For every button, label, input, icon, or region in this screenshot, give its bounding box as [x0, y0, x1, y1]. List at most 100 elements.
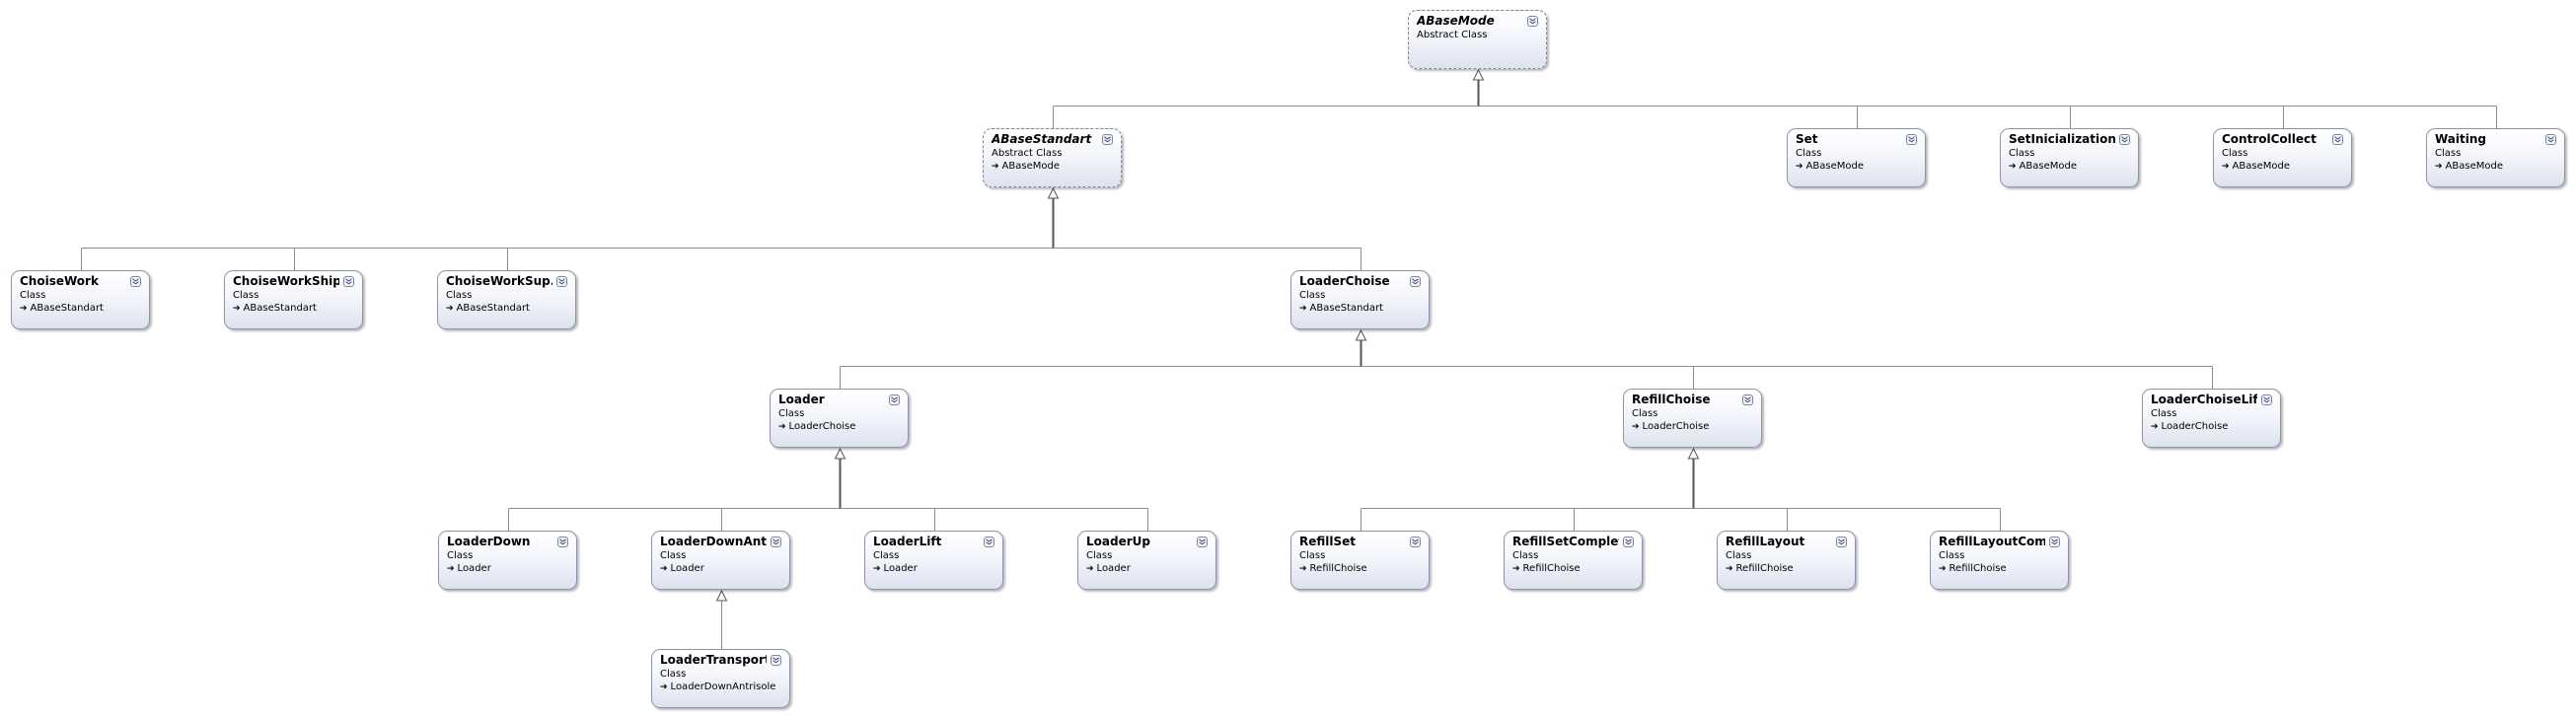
- base-class-name: LoaderChoise: [788, 421, 856, 432]
- inherits-arrow-icon: ➔: [660, 682, 668, 692]
- class-kind: Class: [2435, 148, 2462, 159]
- class-name: LoaderChoise: [1299, 274, 1390, 288]
- base-class-label: ➔ABaseStandart: [446, 302, 575, 315]
- collapse-chevron-icon[interactable]: [2261, 394, 2272, 405]
- inherits-arrow-icon: ➔: [660, 564, 668, 574]
- class-name: ControlCollect: [2222, 132, 2317, 146]
- class-name: RefillSet: [1299, 535, 1357, 548]
- base-class-name: ABaseMode: [2445, 161, 2503, 172]
- class-kind: Class: [873, 550, 900, 561]
- inherits-arrow-icon: ➔: [1086, 564, 1094, 574]
- class-kind: Abstract Class: [992, 148, 1063, 159]
- class-box-choise-work-ship[interactable]: ChoiseWorkShip...Class➔ABaseStandart: [224, 270, 363, 329]
- class-kind: Class: [1299, 550, 1326, 561]
- class-name: Waiting: [2435, 132, 2487, 146]
- generalization-arrow-icon: [715, 589, 728, 602]
- class-box-refill-layout-com[interactable]: RefillLayoutCom...Class➔RefillChoise: [1930, 531, 2069, 590]
- base-class-name: Loader: [670, 563, 704, 574]
- inherits-arrow-icon: ➔: [447, 564, 455, 574]
- base-class-label: ➔ABaseStandart: [20, 302, 149, 315]
- collapse-chevron-icon[interactable]: [771, 537, 781, 547]
- class-name: Loader: [778, 393, 825, 406]
- collapse-chevron-icon[interactable]: [557, 537, 568, 547]
- class-kind: Class: [660, 669, 687, 680]
- class-box-choise-work-sup[interactable]: ChoiseWorkSup...Class➔ABaseStandart: [437, 270, 576, 329]
- class-kind: Class: [447, 550, 474, 561]
- class-kind: Class: [660, 550, 687, 561]
- class-kind: Class: [2222, 148, 2248, 159]
- inherits-arrow-icon: ➔: [446, 304, 454, 314]
- collapse-chevron-icon[interactable]: [1102, 134, 1113, 145]
- base-class-name: Loader: [457, 563, 491, 574]
- base-class-label: ➔RefillChoise: [1299, 562, 1429, 575]
- collapse-chevron-icon[interactable]: [889, 394, 900, 405]
- class-name: ChoiseWorkShip...: [233, 274, 339, 288]
- base-class-name: RefillChoise: [1735, 563, 1794, 574]
- base-class-label: ➔ABaseMode: [2009, 160, 2138, 173]
- inherits-arrow-icon: ➔: [873, 564, 881, 574]
- collapse-chevron-icon[interactable]: [1527, 16, 1538, 27]
- class-name: LoaderChoiseLift: [2151, 393, 2257, 406]
- collapse-chevron-icon[interactable]: [984, 537, 994, 547]
- inherits-arrow-icon: ➔: [233, 304, 241, 314]
- base-class-name: ABaseStandart: [456, 303, 530, 314]
- collapse-chevron-icon[interactable]: [556, 276, 567, 287]
- generalization-arrow-icon: [1687, 447, 1700, 460]
- class-kind: Class: [1512, 550, 1539, 561]
- base-class-name: Loader: [1096, 563, 1131, 574]
- collapse-chevron-icon[interactable]: [1623, 537, 1634, 547]
- class-kind: Class: [1299, 290, 1326, 301]
- collapse-chevron-icon[interactable]: [2119, 134, 2130, 145]
- class-name: RefillChoise: [1632, 393, 1711, 406]
- base-class-label: ➔LoaderChoise: [2151, 420, 2280, 433]
- collapse-chevron-icon[interactable]: [2332, 134, 2343, 145]
- base-class-name: ABaseMode: [1001, 161, 1060, 172]
- class-name: LoaderDownAnt...: [660, 535, 767, 548]
- base-class-label: ➔LoaderChoise: [778, 420, 908, 433]
- class-kind: Class: [233, 290, 259, 301]
- class-box-loader-down-ant[interactable]: LoaderDownAnt... Class ➔Loader: [651, 531, 790, 590]
- inherits-arrow-icon: ➔: [1939, 564, 1947, 574]
- collapse-chevron-icon[interactable]: [1836, 537, 1847, 547]
- class-box-refill-set-complete[interactable]: RefillSetCompleteClass➔RefillChoise: [1504, 531, 1643, 590]
- collapse-chevron-icon[interactable]: [1197, 537, 1208, 547]
- collapse-chevron-icon[interactable]: [2545, 134, 2556, 145]
- generalization-arrow-icon: [1047, 186, 1060, 199]
- collapse-chevron-icon[interactable]: [1410, 276, 1421, 287]
- collapse-chevron-icon[interactable]: [1906, 134, 1917, 145]
- class-kind: Class: [1726, 550, 1752, 561]
- class-kind: Class: [2009, 148, 2035, 159]
- inherits-arrow-icon: ➔: [1299, 564, 1307, 574]
- collapse-chevron-icon[interactable]: [2049, 537, 2060, 547]
- collapse-chevron-icon[interactable]: [771, 655, 781, 666]
- collapse-chevron-icon[interactable]: [130, 276, 141, 287]
- class-name: LoaderLift: [873, 535, 942, 548]
- base-class-name: Loader: [883, 563, 918, 574]
- class-kind: Abstract Class: [1417, 30, 1488, 40]
- class-name: ABaseMode: [1417, 14, 1495, 28]
- inherits-arrow-icon: ➔: [992, 162, 999, 172]
- collapse-chevron-icon[interactable]: [1742, 394, 1753, 405]
- class-kind: Class: [1086, 550, 1113, 561]
- collapse-chevron-icon[interactable]: [1410, 537, 1421, 547]
- collapse-chevron-icon[interactable]: [343, 276, 354, 287]
